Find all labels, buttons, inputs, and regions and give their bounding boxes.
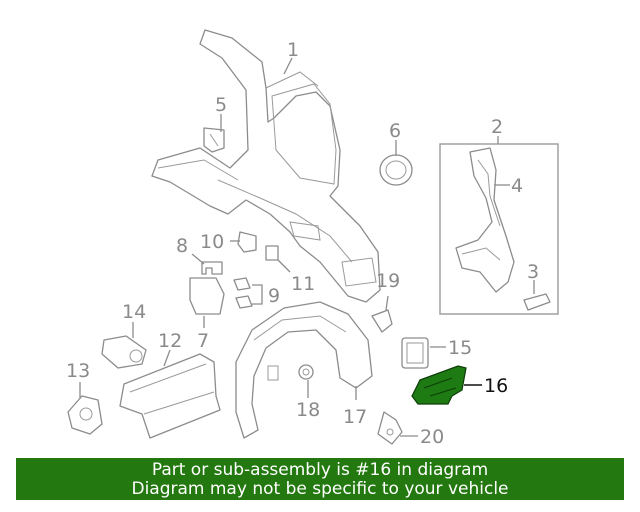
- leader-1: [283, 57, 293, 75]
- callout-7: 7: [197, 330, 209, 352]
- part-19-clip[interactable]: [371, 309, 393, 333]
- part-17-wheel-liner[interactable]: [235, 301, 373, 439]
- callout-12: 12: [158, 330, 182, 352]
- callout-17: 17: [343, 406, 367, 428]
- leader-19: [385, 295, 389, 311]
- callout-1: 1: [287, 39, 299, 61]
- part-14-sensor[interactable]: [101, 335, 147, 369]
- leader-11: [277, 259, 291, 273]
- part-10-clip[interactable]: [237, 231, 257, 253]
- callout-15: 15: [448, 337, 472, 359]
- callout-10: 10: [200, 231, 224, 253]
- part-7-fuel-door[interactable]: [189, 277, 225, 315]
- info-banner: Part or sub-assembly is #16 in diagram D…: [16, 458, 624, 500]
- callout-11: 11: [291, 273, 315, 295]
- part-3-clip[interactable]: [523, 293, 551, 311]
- part-9-fasteners[interactable]: [233, 277, 253, 309]
- part-8-clip[interactable]: [201, 261, 223, 275]
- callout-9: 9: [268, 285, 280, 307]
- callout-20: 20: [420, 426, 444, 448]
- leader-12: [163, 349, 171, 367]
- part-13-bracket[interactable]: [67, 395, 103, 435]
- part-1-quarter-panel[interactable]: [151, 29, 381, 303]
- part-6-fuel-door-housing[interactable]: [379, 154, 413, 186]
- leader-9: [252, 284, 263, 305]
- part-15-panel[interactable]: [401, 337, 429, 369]
- banner-line-1: Part or sub-assembly is #16 in diagram: [151, 460, 489, 480]
- callout-2: 2: [491, 116, 503, 138]
- callout-4: 4: [511, 175, 523, 197]
- callout-8: 8: [176, 235, 188, 257]
- part-5-bracket[interactable]: [203, 127, 225, 153]
- part-18-nut[interactable]: [298, 364, 314, 380]
- part-20-bracket[interactable]: [377, 411, 403, 445]
- part-16-highlighted[interactable]: [411, 365, 467, 405]
- callout-18: 18: [296, 399, 320, 421]
- callout-16: 16: [484, 375, 508, 397]
- part-11-grommet[interactable]: [265, 245, 279, 261]
- callout-3: 3: [527, 261, 539, 283]
- callout-14: 14: [122, 301, 146, 323]
- callout-13: 13: [66, 360, 90, 382]
- callout-6: 6: [389, 120, 401, 142]
- part-12-housing[interactable]: [119, 353, 221, 439]
- callout-19: 19: [376, 270, 400, 292]
- banner-line-2: Diagram may not be specific to your vehi…: [131, 479, 509, 499]
- callout-5: 5: [215, 94, 227, 116]
- leader-8: [191, 253, 205, 265]
